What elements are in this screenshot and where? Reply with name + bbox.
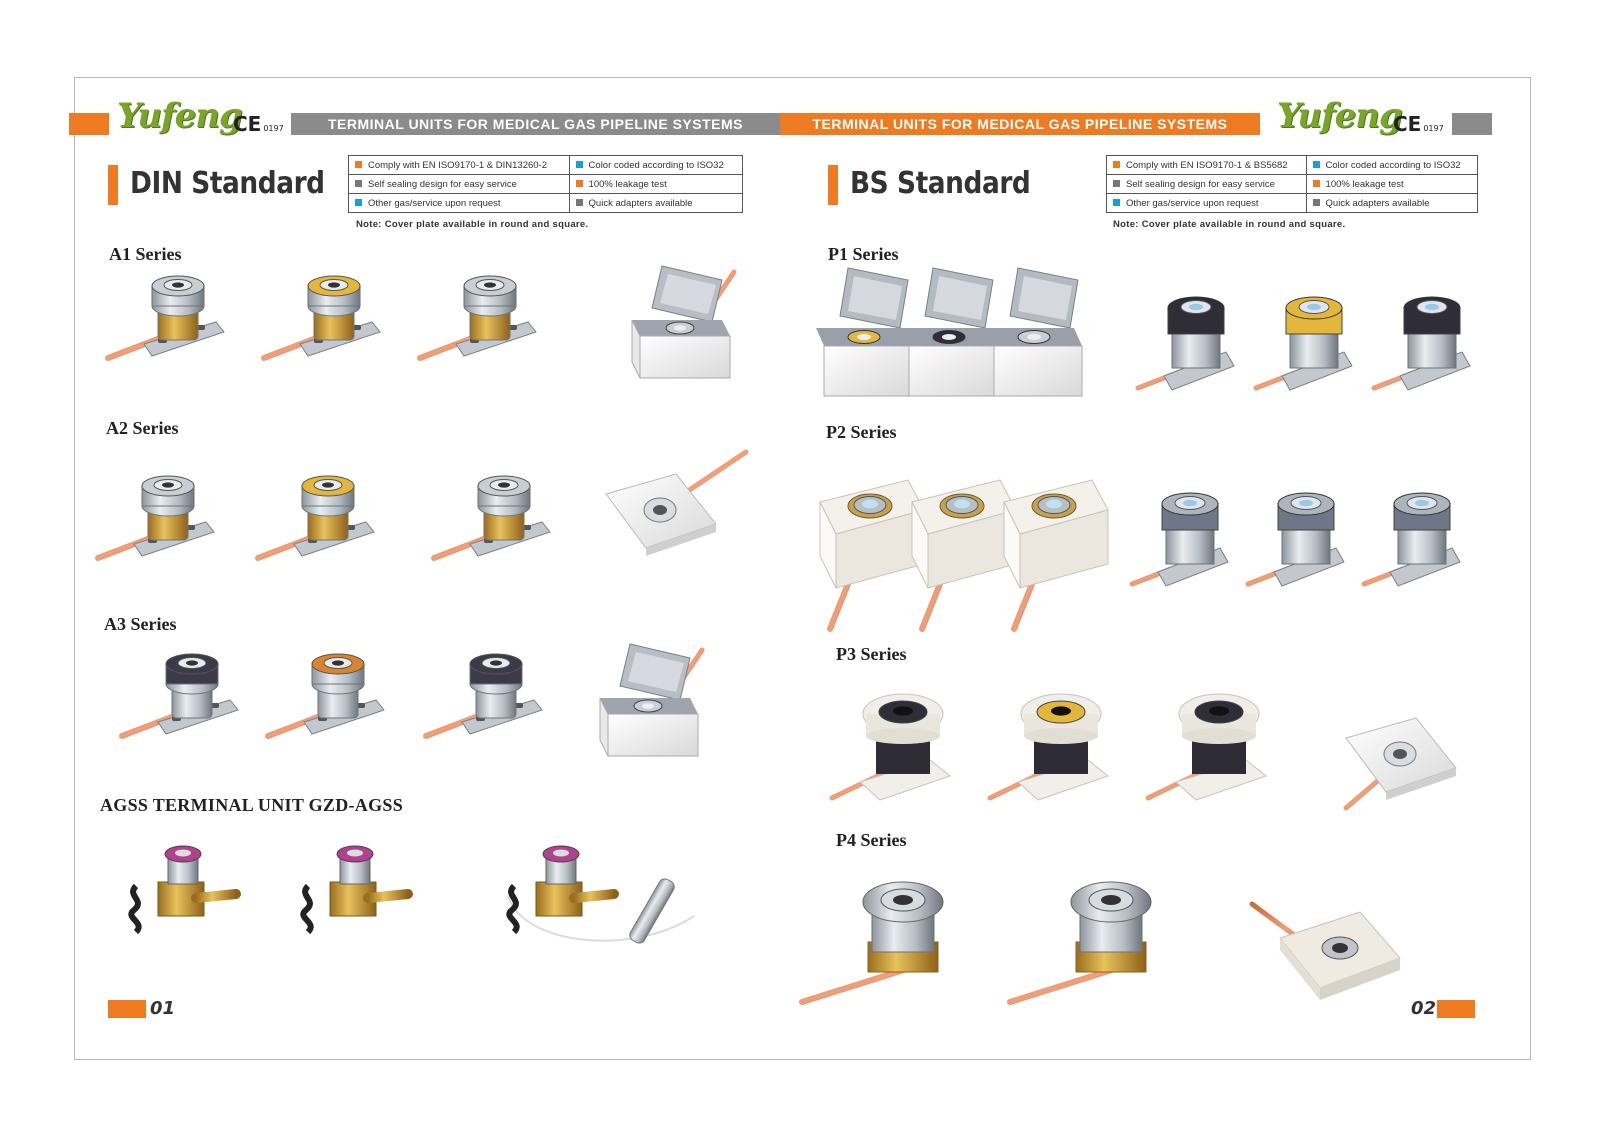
bullet-icon: [1113, 199, 1120, 207]
bs-features-table: Comply with EN ISO9170-1 & BS5682 Color …: [1106, 155, 1479, 213]
product-a2-gold: [255, 475, 375, 561]
bullet-icon: [355, 180, 362, 188]
product-p4-socket-2: [1007, 881, 1152, 1005]
product-p1-gold: [1253, 296, 1353, 391]
feature-cell: Color coded according to ISO32: [568, 155, 744, 175]
feature-cell: Self sealing design for easy service: [1106, 174, 1307, 194]
product-p2-box-row: [819, 479, 1109, 632]
series-title-a3: A3 Series: [104, 614, 177, 634]
feature-cell: Comply with EN ISO9170-1 & BS5682: [1106, 155, 1307, 175]
left-orange-tab: [69, 113, 109, 135]
feature-cell: Self sealing design for easy service: [348, 174, 570, 194]
feature-cell: 100% leakage test: [568, 174, 744, 194]
bs-title-bar: [828, 165, 838, 205]
bullet-icon: [1312, 199, 1320, 207]
series-title-p2: P2 Series: [826, 422, 897, 442]
din-note: Note: Cover plate available in round and…: [356, 219, 589, 230]
product-p4-socket-1: [799, 881, 944, 1005]
feature-cell: Quick adapters available: [568, 193, 744, 213]
page-number-bar-right: [1437, 1000, 1475, 1018]
page-number-bar-left: [108, 1000, 146, 1018]
product-a1-chrome: [417, 275, 537, 361]
feature-cell: Other gas/service upon request: [1106, 193, 1307, 213]
product-p2-socket-3: [1361, 492, 1461, 587]
banner-left: TERMINAL UNITS FOR MEDICAL GAS PIPELINE …: [291, 113, 780, 135]
product-a2-chrome: [431, 475, 551, 561]
feature-cell: Other gas/service upon request: [348, 193, 570, 213]
product-a3-dark: [119, 653, 239, 739]
product-a1-box: [631, 265, 737, 379]
din-standard-title: DIN Standard: [130, 166, 325, 201]
right-grey-tab: [1452, 113, 1492, 135]
feature-cell: 100% leakage test: [1305, 174, 1479, 194]
feature-cell: Quick adapters available: [1305, 193, 1479, 213]
bullet-icon: [1312, 161, 1320, 169]
product-a1-gold: [261, 275, 381, 361]
bullet-icon: [355, 161, 362, 169]
din-features-table: Comply with EN ISO9170-1 & DIN13260-2 Co…: [348, 155, 744, 213]
bullet-icon: [1312, 180, 1320, 188]
logo-left: Yufeng: [117, 96, 243, 136]
feature-cell: Comply with EN ISO9170-1 & DIN13260-2: [348, 155, 570, 175]
product-p1-dark: [1135, 296, 1235, 391]
series-title-p3: P3 Series: [836, 644, 907, 664]
product-a2-plate: [605, 449, 749, 556]
series-title-a1: A1 Series: [109, 244, 182, 264]
series-title-p4: P4 Series: [836, 830, 907, 850]
product-p4-plate: [1249, 901, 1401, 1000]
product-agss-3: [506, 845, 695, 944]
page-number-right: 02: [1411, 998, 1437, 1019]
feature-cell: Color coded according to ISO32: [1305, 155, 1479, 175]
series-title-a2: A2 Series: [106, 418, 179, 438]
product-p3-dark: [829, 693, 952, 801]
bullet-icon: [575, 199, 583, 207]
product-agss-2: [300, 845, 413, 935]
product-p1-dark-2: [1371, 296, 1471, 391]
banner-right: TERMINAL UNITS FOR MEDICAL GAS PIPELINE …: [780, 113, 1260, 135]
product-p2-socket-2: [1245, 492, 1345, 587]
product-a1-silver: [105, 275, 225, 361]
agss-title: AGSS TERMINAL UNIT GZD-AGSS: [100, 795, 404, 815]
bs-standard-title: BS Standard: [850, 166, 1031, 201]
product-p3-dark-2: [1145, 693, 1268, 801]
bullet-icon: [355, 199, 362, 207]
page-number-left: 01: [150, 998, 176, 1019]
product-a2-silver: [95, 475, 215, 561]
product-p2-socket-1: [1129, 492, 1229, 587]
bullet-icon: [1113, 161, 1120, 169]
product-agss-1: [128, 845, 241, 935]
bullet-icon: [575, 180, 583, 188]
logo-right: Yufeng: [1277, 96, 1403, 136]
bs-note: Note: Cover plate available in round and…: [1113, 219, 1346, 230]
bullet-icon: [1113, 180, 1120, 188]
product-p3-gold: [987, 693, 1110, 801]
bullet-icon: [575, 161, 583, 169]
product-p3-plate: [1343, 717, 1457, 811]
product-p1-box-row: [816, 267, 1083, 397]
product-a3-box: [599, 643, 705, 757]
product-a3-dark-2: [423, 653, 543, 739]
din-title-bar: [108, 165, 118, 205]
product-a3-orange: [265, 653, 385, 739]
series-title-p1: P1 Series: [828, 244, 899, 264]
